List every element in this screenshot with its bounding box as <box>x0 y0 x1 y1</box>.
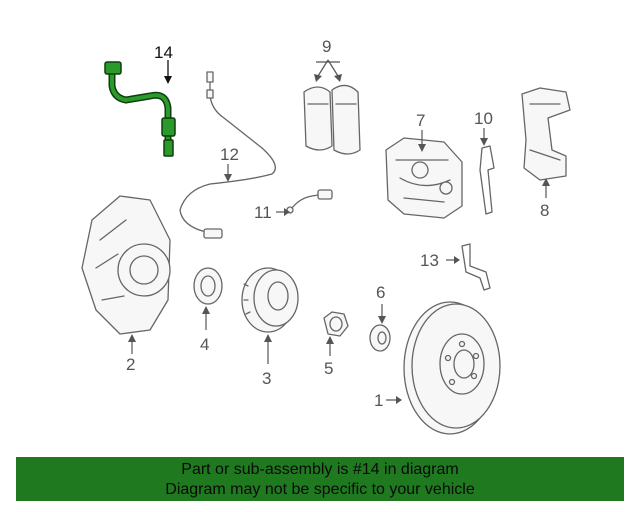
part-10-clip[interactable] <box>479 145 495 215</box>
part-12-sensor-cable[interactable] <box>179 71 276 239</box>
callout-6: 6 <box>376 283 386 324</box>
banner-line-1: Part or sub-assembly is #14 in diagram <box>181 461 459 478</box>
part-8-carrier[interactable] <box>521 87 571 181</box>
svg-text:7: 7 <box>416 111 425 130</box>
callout-3: 3 <box>262 334 272 388</box>
part-4-seal[interactable] <box>193 267 223 305</box>
callout-7: 7 <box>416 111 426 152</box>
part-14-brake-hose[interactable] <box>104 61 176 157</box>
callout-12: 12 <box>220 145 239 182</box>
part-13-bracket[interactable] <box>461 243 491 291</box>
svg-text:1: 1 <box>374 391 383 410</box>
callout-11: 11 <box>254 203 290 222</box>
part-5-nut[interactable] <box>323 311 349 337</box>
callout-9: 9 <box>314 37 342 82</box>
svg-text:13: 13 <box>420 251 439 270</box>
callout-13: 13 <box>420 251 460 270</box>
info-banner: Part or sub-assembly is #14 in diagram D… <box>16 457 624 501</box>
parts-diagram: 14 12 11 9 <box>81 37 571 435</box>
svg-text:6: 6 <box>376 283 385 302</box>
part-1-rotor[interactable] <box>403 301 501 435</box>
svg-text:10: 10 <box>474 109 493 128</box>
svg-text:2: 2 <box>126 355 135 374</box>
svg-text:8: 8 <box>540 201 549 220</box>
callout-2: 2 <box>126 334 136 374</box>
callout-14: 14 <box>154 43 173 84</box>
callout-5: 5 <box>324 336 334 378</box>
part-2-knuckle[interactable] <box>81 195 171 335</box>
callout-1: 1 <box>374 391 402 410</box>
svg-text:5: 5 <box>324 359 333 378</box>
svg-text:9: 9 <box>322 37 331 56</box>
part-3-hub[interactable] <box>241 267 299 333</box>
svg-text:4: 4 <box>200 335 209 354</box>
part-6-cap[interactable] <box>369 324 391 352</box>
svg-text:11: 11 <box>254 203 272 222</box>
svg-text:3: 3 <box>262 369 271 388</box>
callout-8: 8 <box>540 178 550 220</box>
svg-text:12: 12 <box>220 145 239 164</box>
part-11-wear-sensor[interactable] <box>286 189 333 214</box>
part-9-brake-pads[interactable] <box>303 84 361 155</box>
callout-10: 10 <box>474 109 493 146</box>
banner-line-2: Diagram may not be specific to your vehi… <box>165 481 475 498</box>
callout-4: 4 <box>200 306 210 354</box>
part-7-caliper[interactable] <box>385 137 463 219</box>
svg-text:14: 14 <box>154 43 173 62</box>
